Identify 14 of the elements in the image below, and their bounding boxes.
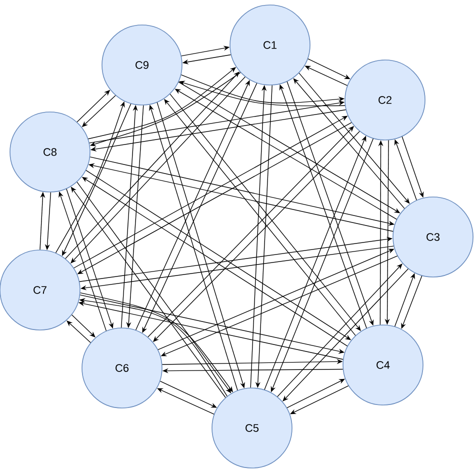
circle-node: C4 [342, 324, 424, 406]
arrow [160, 380, 217, 408]
circle-node: C8 [10, 112, 90, 192]
arrow [71, 314, 96, 338]
circle-node: C5 [212, 388, 292, 468]
arrow [293, 78, 405, 209]
arrow [66, 320, 91, 343]
circle-node: C2 [344, 60, 426, 140]
circle-node: C9 [102, 24, 182, 106]
circle-node: C6 [82, 328, 162, 408]
circle-node: C3 [392, 196, 474, 278]
arrow [157, 388, 214, 415]
arrow [298, 72, 410, 204]
circle-node: C1 [230, 4, 310, 86]
